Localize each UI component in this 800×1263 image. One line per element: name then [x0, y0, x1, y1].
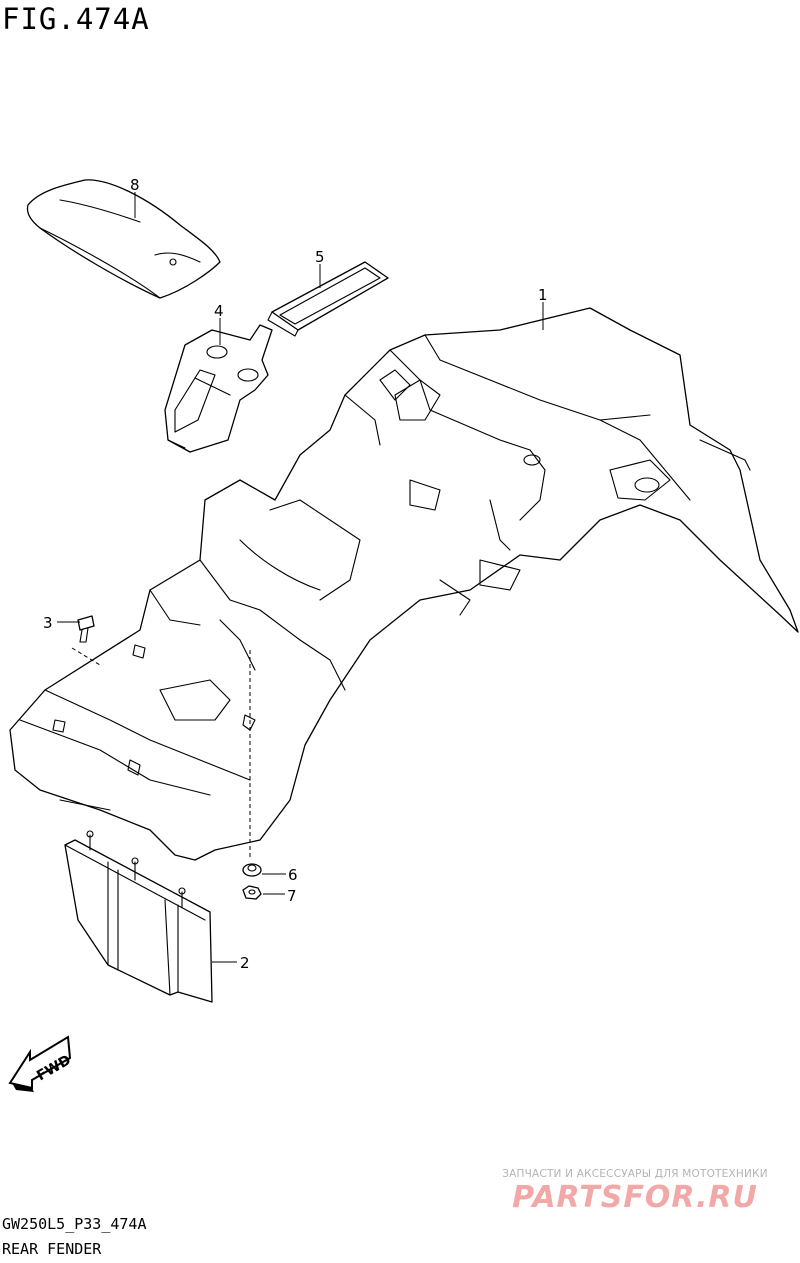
callout-4: 4 [214, 302, 224, 320]
part-8-tool-bag[interactable] [26, 179, 221, 299]
callout-6: 6 [288, 866, 298, 884]
watermark: ЗАПЧАСТИ И АКСЕССУАРЫ ДЛЯ МОТОТЕХНИКИ PA… [470, 1168, 800, 1215]
part-2-mud-flap[interactable] [64, 830, 213, 1003]
part-4-bracket[interactable] [164, 324, 273, 453]
callout-8: 8 [130, 176, 140, 194]
callout-7: 7 [287, 887, 297, 905]
part-5-strap[interactable] [267, 261, 389, 337]
callout-3: 3 [43, 614, 53, 632]
callout-2: 2 [240, 954, 250, 972]
part-3-bolt[interactable] [77, 615, 95, 643]
part-1-rear-fender[interactable] [9, 307, 799, 861]
part-7-nut[interactable] [242, 885, 262, 900]
part-6-washer[interactable] [242, 863, 262, 877]
figure-name: REAR FENDER [2, 1240, 102, 1258]
assembly-line-bolt [71, 647, 101, 666]
figure-title: FIG.474A [2, 2, 150, 36]
watermark-tagline: ЗАПЧАСТИ И АКСЕССУАРЫ ДЛЯ МОТОТЕХНИКИ [502, 1168, 768, 1180]
watermark-logo: PARTSFOR.RU [512, 1180, 758, 1215]
callout-5: 5 [315, 248, 325, 266]
figure-code: GW250L5_P33_474A [2, 1215, 147, 1233]
fwd-arrow-icon: FWD [8, 1035, 74, 1092]
callout-1: 1 [538, 286, 548, 304]
